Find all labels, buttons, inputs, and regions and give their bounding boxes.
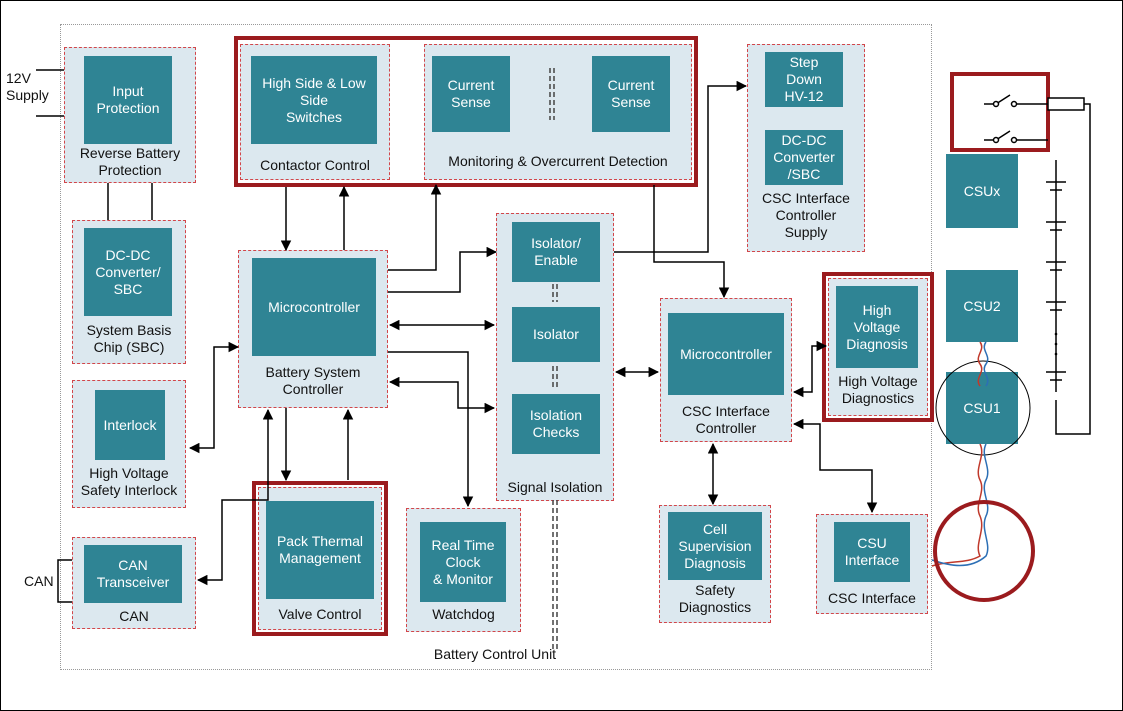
current-sense-block-2: Current Sense xyxy=(592,56,670,132)
battery-control-unit-label: Battery Control Unit xyxy=(433,646,557,662)
hv-diagnosis-block: High Voltage Diagnosis xyxy=(836,286,918,368)
monitoring-label: Monitoring & Overcurrent Detection xyxy=(448,153,668,169)
signal-isolation-label: Signal Isolation xyxy=(507,479,603,495)
safety-diagnostics-label: Safety Diagnostics xyxy=(678,582,752,615)
interlock-block: Interlock xyxy=(95,390,165,460)
bsc-label: Battery System Controller xyxy=(265,364,361,397)
watchdog-label: Watchdog xyxy=(432,606,495,622)
csux-block: CSUx xyxy=(946,154,1018,228)
can-transceiver-block: CAN Transceiver xyxy=(84,545,182,603)
mcu-csc-block: Microcontroller xyxy=(668,313,784,395)
csc-interface-label: CSC Interface xyxy=(828,590,916,606)
can-group-label: CAN xyxy=(119,608,149,624)
input-protection-block: Input Protection xyxy=(84,56,172,144)
current-sense-block-1: Current Sense xyxy=(432,56,510,132)
cell-supervision-block: Cell Supervision Diagnosis xyxy=(668,512,762,580)
reverse-battery-label: Reverse Battery Protection xyxy=(79,145,181,178)
sbc-label: System Basis Chip (SBC) xyxy=(86,322,172,355)
step-down-block: Step Down HV-12 xyxy=(765,52,843,107)
csu-interface-block: CSU Interface xyxy=(834,522,910,582)
rtc-block: Real Time Clock & Monitor xyxy=(420,522,506,602)
csu2-block: CSU2 xyxy=(946,270,1018,342)
pack-thermal-block: Pack Thermal Management xyxy=(266,501,374,599)
can-external-label: CAN xyxy=(24,573,54,589)
csc-controller-label: CSC Interface Controller xyxy=(682,403,770,436)
contactor-monitoring-highlight xyxy=(234,36,698,187)
isolator-block: Isolator xyxy=(512,307,600,362)
isolation-checks-block: Isolation Checks xyxy=(512,394,600,454)
contactor-control-label: Contactor Control xyxy=(260,157,370,173)
hv-diagnostics-label: High Voltage Diagnostics xyxy=(838,373,918,406)
isolator-enable-block: Isolator/ Enable xyxy=(512,222,600,282)
hs-ls-switches-block: High Side & Low Side Switches xyxy=(251,56,377,144)
mcu-bsc-block: Microcontroller xyxy=(252,258,376,356)
valve-control-label: Valve Control xyxy=(278,606,362,622)
supply-label: 12V Supply xyxy=(6,70,49,103)
dcdc-sbc-block: DC-DC Converter/ SBC xyxy=(84,228,172,316)
dcdc-csc-block: DC-DC Converter /SBC xyxy=(765,130,843,185)
hv-interlock-label: High Voltage Safety Interlock xyxy=(80,465,178,498)
csc-supply-label: CSC Interface Controller Supply xyxy=(762,190,850,240)
csu1-block: CSU1 xyxy=(946,372,1018,444)
